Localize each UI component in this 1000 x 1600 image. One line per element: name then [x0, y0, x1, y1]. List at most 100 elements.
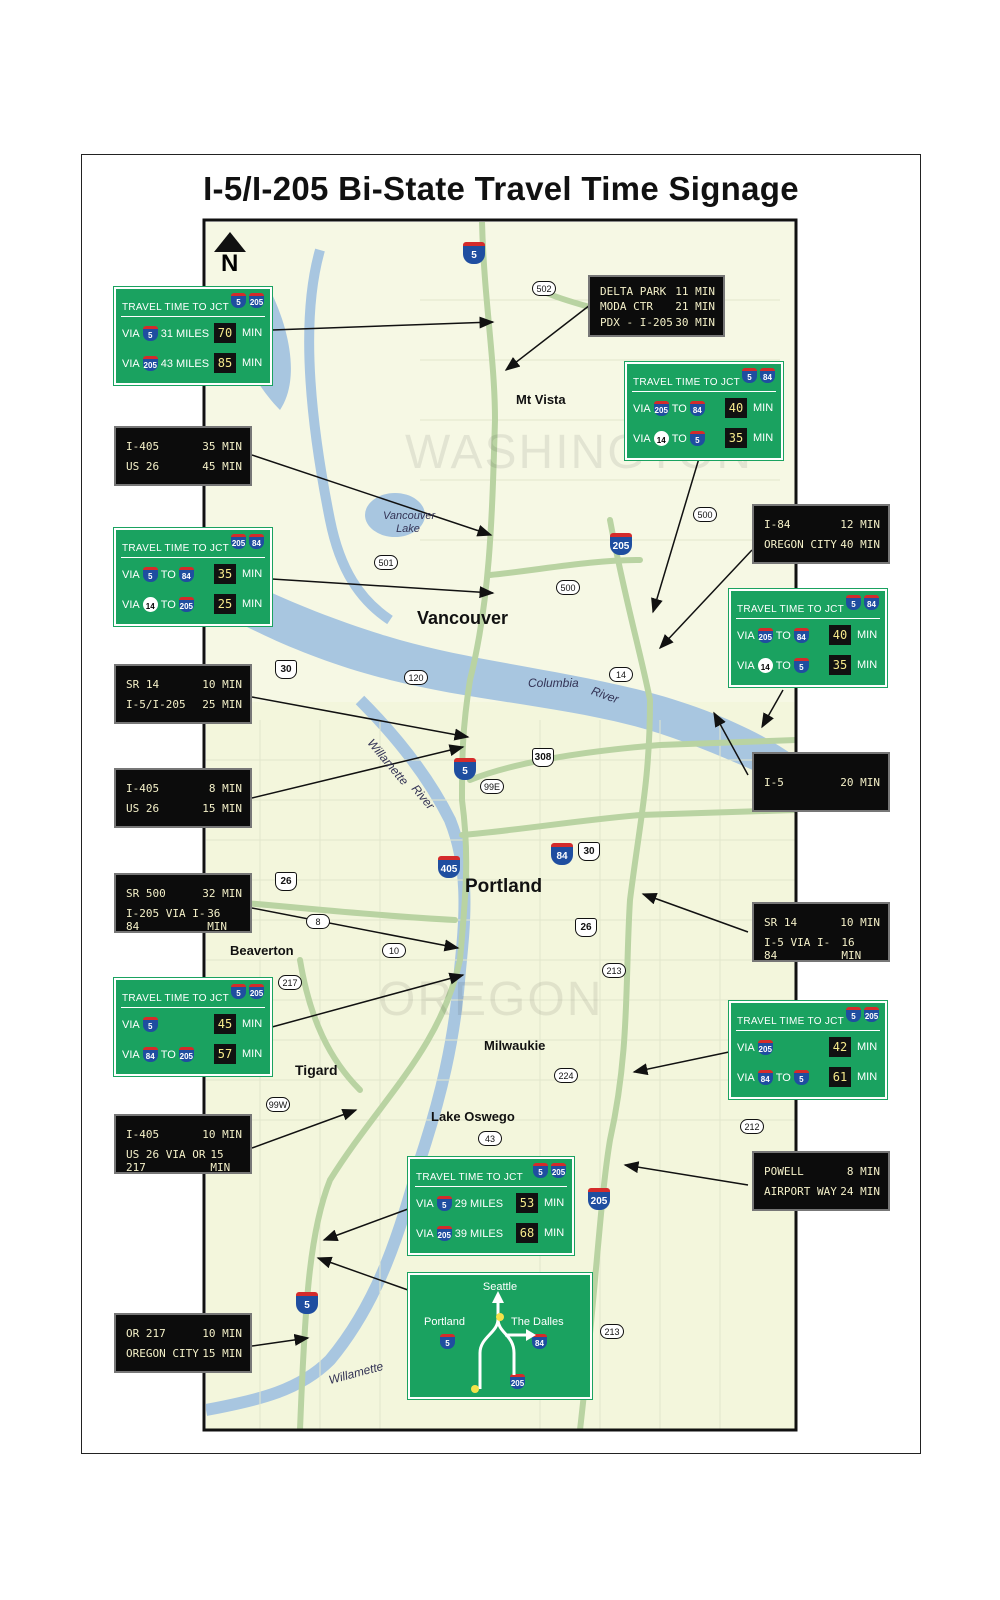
interstate-shield-icon: 205: [610, 533, 632, 555]
vancouver-lake-shape: [365, 493, 425, 537]
sign-header: TRAVEL TIME TO JCT: [737, 604, 845, 615]
interstate-shield-icon: 5: [689, 431, 705, 446]
sign-divider: [121, 1007, 265, 1008]
sign-divider: [736, 618, 880, 619]
dms-dest: I-5/I-205: [126, 698, 186, 711]
dms-row: OR 217 10 MIN: [126, 1327, 242, 1340]
interstate-shield-icon: 5: [231, 293, 246, 308]
dms-dest: OR 217: [126, 1327, 166, 1340]
city-tigard: Tigard: [295, 1062, 338, 1078]
time-value: 57: [214, 1044, 236, 1064]
dms-dest: I-205 VIA I-84: [126, 907, 206, 933]
time-unit: MIN: [242, 598, 263, 610]
state-route-shield-icon: 99E: [480, 779, 504, 794]
interstate-shield-icon: 205: [653, 401, 669, 416]
interstate-shield-icon: 5: [231, 984, 246, 999]
state-route-shield-icon: 501: [374, 555, 398, 570]
sign-divider: [736, 1030, 880, 1031]
interstate-shield-icon: 205: [142, 356, 158, 371]
state-route-shield-icon: 14: [653, 431, 669, 446]
city-milwaukie: Milwaukie: [484, 1038, 546, 1053]
columbia-river: [206, 560, 796, 789]
dms-time: 8 MIN: [208, 782, 242, 795]
interstate-shield-icon: 84: [249, 534, 264, 549]
interstate-shield-icon: 84: [793, 628, 809, 643]
via-label: VIA: [416, 1197, 434, 1210]
interstate-shield-icon: 205: [864, 1007, 879, 1022]
route-text: TO: [160, 568, 176, 581]
dms-time: 30 MIN: [675, 315, 715, 329]
time-value: 40: [725, 398, 747, 418]
time-unit: MIN: [242, 568, 263, 580]
dms-dest: POWELL: [764, 1165, 804, 1178]
time-unit: MIN: [857, 659, 878, 671]
interstate-shield-icon: 5: [846, 1007, 861, 1022]
time-value: 85: [214, 353, 236, 373]
time-value: 40: [829, 625, 851, 645]
time-value: 53: [516, 1193, 538, 1213]
dms-time: 10 MIN: [202, 1327, 242, 1340]
via-label: VIA: [122, 357, 140, 370]
route-text: 43 MILES: [160, 357, 210, 370]
route-text: TO: [671, 432, 687, 445]
dms-dest: US 26: [126, 460, 160, 473]
route-text: TO: [160, 1048, 176, 1061]
dms-dest: MODA CTR: [600, 300, 653, 313]
vancouver-lake-text: Vancouver Lake: [383, 510, 436, 535]
time-value: 70: [214, 323, 236, 343]
time-value: 42: [829, 1037, 851, 1057]
sign-header: TRAVEL TIME TO JCT: [737, 1016, 845, 1027]
guide-north-label: Seattle: [482, 1281, 518, 1293]
time-unit: MIN: [242, 1048, 263, 1060]
us-route-shield-icon: 308: [532, 748, 554, 767]
us-route-shield-icon: 30: [275, 660, 297, 679]
dms-dest: I-5 VIA I-84: [764, 936, 831, 962]
interstate-shield-icon: 205: [249, 984, 264, 999]
willamette-river: [206, 695, 471, 1416]
via-label: VIA: [122, 568, 140, 581]
via-label: VIA: [122, 598, 140, 611]
interstate-shield-icon: 205: [551, 1163, 566, 1178]
dms-dest: SR 14: [126, 678, 160, 691]
interstate-shield-icon: 205: [757, 1040, 773, 1055]
dms-dest: I-5: [764, 776, 784, 789]
interstate-shield-icon: 5: [142, 326, 158, 341]
interstate-shield-icon: 5: [793, 658, 809, 673]
route-text: TO: [671, 402, 687, 415]
dms-dest: I-405: [126, 1128, 160, 1141]
dms-time: 15 MIN: [202, 802, 242, 815]
time-value: 35: [829, 655, 851, 675]
dms-dest: AIRPORT WAY: [764, 1185, 837, 1198]
state-route-shield-icon: 14: [757, 658, 773, 673]
us30-road: [467, 737, 796, 783]
state-route-shield-icon: 224: [554, 1068, 578, 1083]
state-route-shield-icon: 120: [404, 670, 428, 685]
state-route-shield-icon: 212: [740, 1119, 764, 1134]
dms-time: 8 MIN: [846, 1165, 880, 1178]
time-value: 61: [829, 1067, 851, 1087]
sign-divider: [632, 391, 776, 392]
sign-header: TRAVEL TIME TO JCT: [633, 377, 741, 388]
us-route-shield-icon: 26: [275, 872, 297, 891]
city-vancouver: Vancouver: [417, 608, 509, 628]
guide-i84-shield-icon: 84: [532, 1334, 547, 1349]
